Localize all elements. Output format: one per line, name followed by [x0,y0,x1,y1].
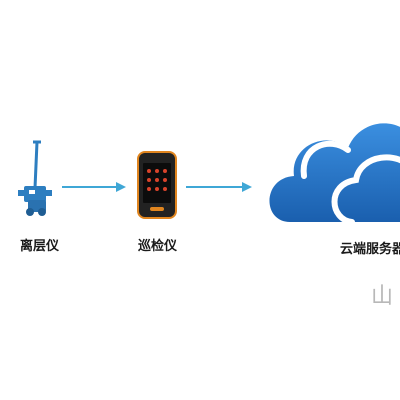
inspector-label: 巡检仪 [138,239,178,254]
cloud-server-label: 云端服务器 [340,242,400,257]
sensor-label: 离层仪 [20,239,60,254]
corner-text: 山 [371,284,394,309]
sensor-device-icon [18,140,52,216]
handheld-inspector-icon [137,151,177,219]
cloud-server-icon [269,123,400,225]
